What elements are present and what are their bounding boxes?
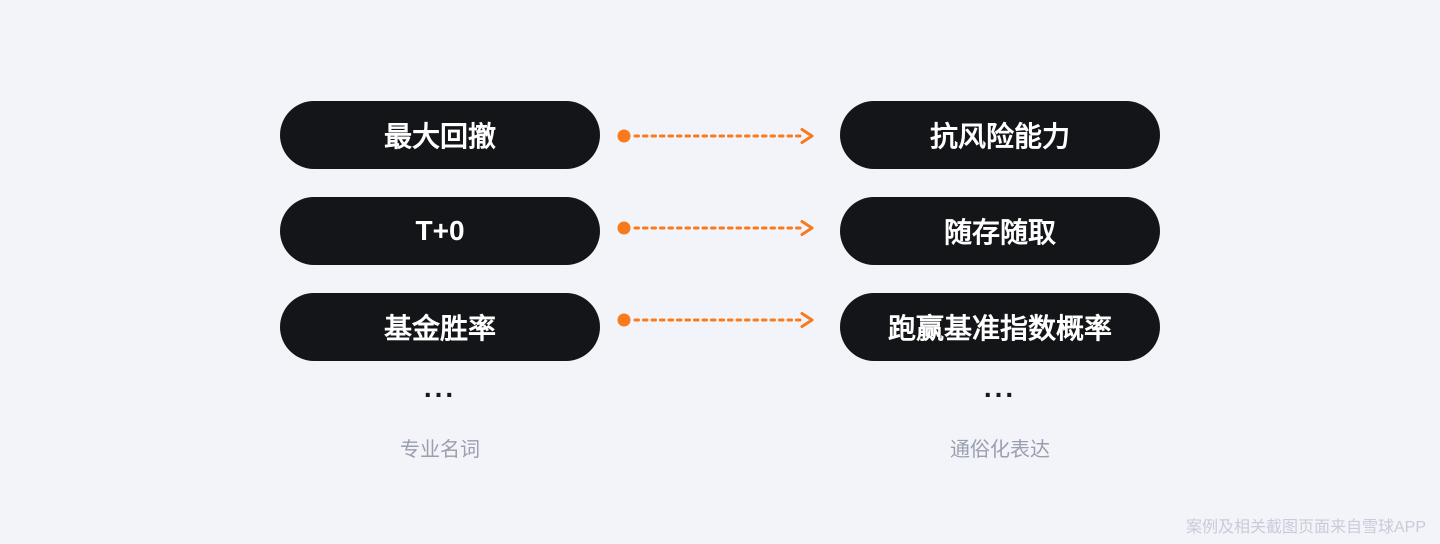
right-column-label: 通俗化表达 [950, 439, 1050, 461]
colloquial-term-pill: 抗风险能力 [840, 101, 1160, 169]
dotted-arrow-icon [617, 312, 814, 328]
colloquial-term-pill: 跑赢基准指数概率 [840, 293, 1160, 361]
left-column-label: 专业名词 [400, 439, 480, 461]
colloquial-term-label: 抗风险能力 [929, 121, 1070, 152]
professional-term-pill: T+0 [280, 197, 600, 265]
source-credit-watermark: 案例及相关截图页面来自雪球APP [1185, 519, 1426, 536]
colloquial-term-label: 随存随取 [943, 217, 1056, 248]
colloquial-term-label: 跑赢基准指数概率 [887, 313, 1112, 344]
dotted-arrow-icon [617, 128, 814, 144]
professional-term-pill: 最大回撤 [280, 101, 600, 169]
right-column-ellipsis: ... [983, 372, 1017, 403]
professional-term-label: T+0 [415, 215, 465, 246]
dotted-arrow-icon [617, 220, 814, 236]
professional-term-pill: 基金胜率 [280, 293, 600, 361]
colloquial-term-pill: 随存随取 [840, 197, 1160, 265]
professional-term-label: 基金胜率 [383, 313, 496, 344]
professional-term-label: 最大回撤 [383, 121, 496, 152]
left-column-ellipsis: ... [423, 372, 457, 403]
